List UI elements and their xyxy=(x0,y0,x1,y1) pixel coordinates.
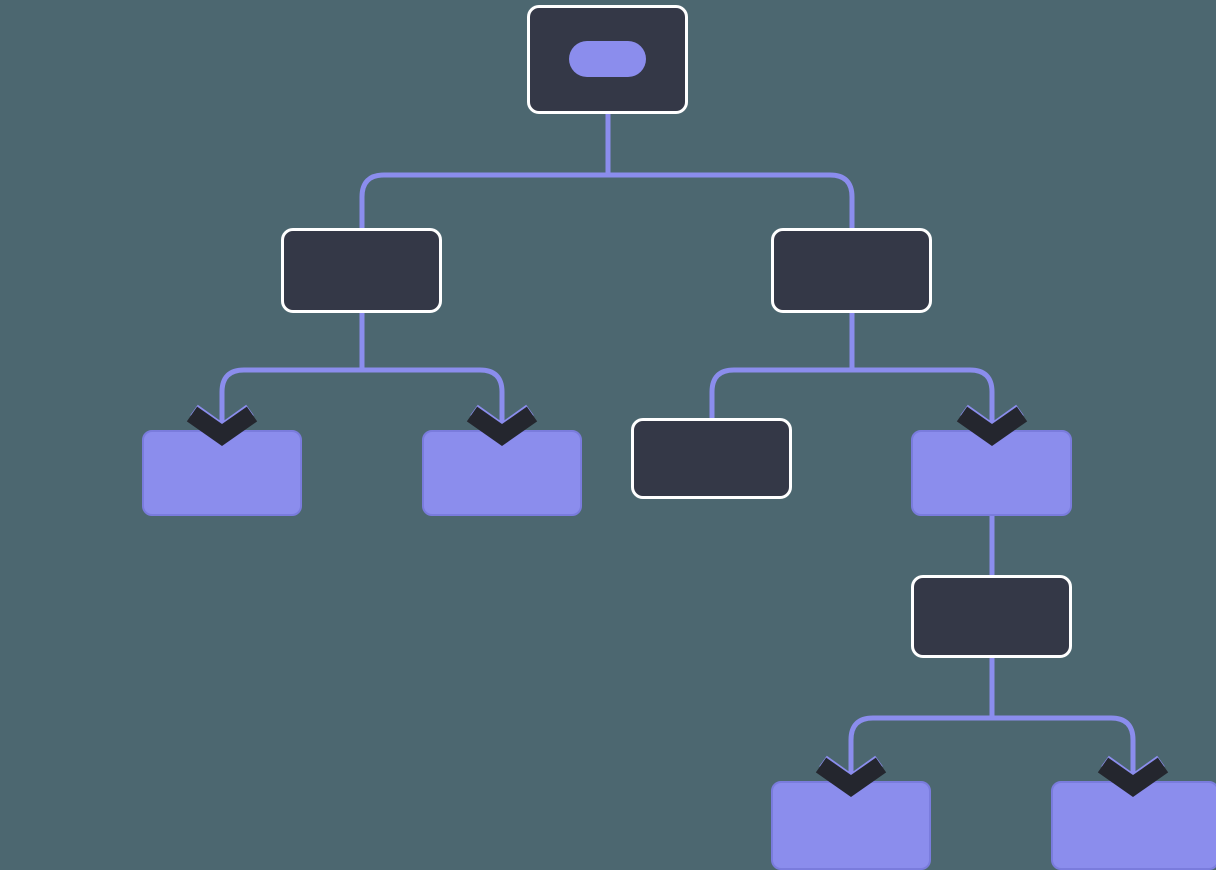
level2-third-node[interactable] xyxy=(631,418,792,499)
edge-level1-left-to-level2-first[interactable] xyxy=(222,313,362,436)
edge-level1-left-to-level2-second[interactable] xyxy=(362,370,502,436)
level2-first-node[interactable] xyxy=(142,430,302,516)
edge-level1-right-to-level2-fourth[interactable] xyxy=(852,370,992,436)
edge-level3-to-level4-right[interactable] xyxy=(992,718,1133,787)
root-node-pill xyxy=(569,41,646,77)
level4-right-node[interactable] xyxy=(1051,781,1216,870)
root-node[interactable] xyxy=(527,5,688,114)
edge-level3-to-level4-left[interactable] xyxy=(851,658,992,787)
level2-fourth-node[interactable] xyxy=(911,430,1072,516)
level2-second-node[interactable] xyxy=(422,430,582,516)
edge-level1-right-to-level2-third[interactable] xyxy=(712,313,852,418)
level3-node[interactable] xyxy=(911,575,1072,658)
level1-right-node[interactable] xyxy=(771,228,932,313)
level1-left-node[interactable] xyxy=(281,228,442,313)
level4-left-node[interactable] xyxy=(771,781,931,870)
